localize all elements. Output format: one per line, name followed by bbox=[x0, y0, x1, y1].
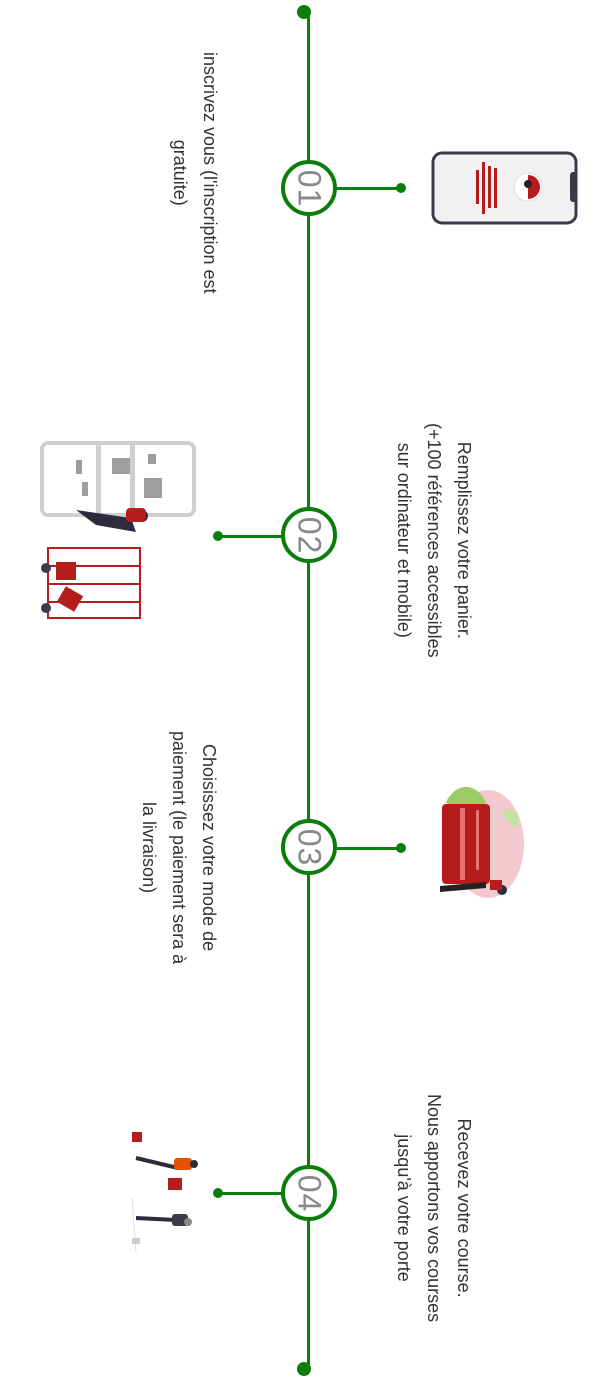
step-2-number-circle: 02 bbox=[281, 507, 337, 563]
shopping-cart-illustration bbox=[40, 441, 196, 619]
step-4-connector bbox=[220, 1192, 282, 1195]
step-1-connector bbox=[337, 187, 399, 190]
step-3-text: Choisissez votre mode de paiement (le pa… bbox=[139, 731, 219, 965]
step-2-connector-dot bbox=[213, 531, 223, 541]
step-2-text: Remplissez votre panier. (+100 référence… bbox=[394, 423, 474, 658]
timeline-end-dot bbox=[297, 1362, 311, 1376]
step-1-text: inscrivez vous (l'inscription est gratui… bbox=[170, 52, 220, 294]
step-3-number-circle: 03 bbox=[281, 819, 337, 875]
timeline-start-dot bbox=[297, 5, 311, 19]
step-1-number: 01 bbox=[291, 169, 328, 207]
step-2-connector bbox=[220, 535, 282, 538]
delivery-people-illustration bbox=[131, 1132, 198, 1253]
step-4-number-circle: 04 bbox=[281, 1165, 337, 1221]
step-4-number: 04 bbox=[291, 1174, 328, 1212]
step-4-text: Recevez votre course. Nous apportons vos… bbox=[394, 1094, 474, 1323]
step-3-connector bbox=[337, 847, 399, 850]
step-1-number-circle: 01 bbox=[281, 160, 337, 216]
step-4-connector-dot bbox=[213, 1188, 223, 1198]
step-3-number: 03 bbox=[291, 828, 328, 866]
step-1-connector-dot bbox=[396, 183, 406, 193]
payment-card-illustration bbox=[440, 787, 524, 898]
timeline-line bbox=[307, 12, 310, 1370]
step-3-connector-dot bbox=[396, 843, 406, 853]
phone-app-illustration bbox=[431, 151, 578, 225]
step-2-number: 02 bbox=[291, 516, 328, 554]
